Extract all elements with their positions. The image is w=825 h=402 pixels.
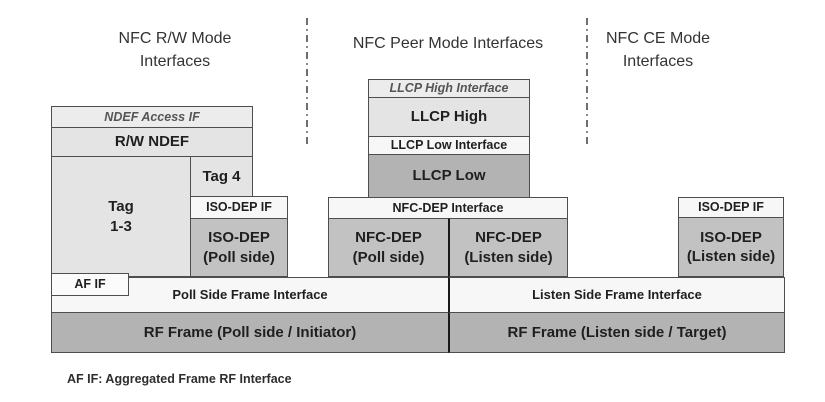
box-nfc-dep-interface: NFC-DEP Interface [328,197,568,219]
box-nfc-dep-poll-side: NFC-DEP (Poll side) [328,218,449,277]
box-ndef-access-if: NDEF Access IF [51,106,253,128]
box-rf-frame-poll-side: RF Frame (Poll side / Initiator) [51,312,449,353]
box-rf-frame-listen-side: RF Frame (Listen side / Target) [448,312,785,353]
box-af-if: AF IF [51,273,129,296]
box-llcp-low-interface: LLCP Low Interface [368,136,530,155]
box-rw-ndef: R/W NDEF [51,127,253,157]
box-iso-dep-poll-side: ISO-DEP (Poll side) [190,218,288,277]
box-iso-dep-listen-side: ISO-DEP (Listen side) [678,217,784,277]
header-rw-mode-interfaces: NFC R/W Mode Interfaces [118,30,232,71]
box-tag-4: Tag 4 [190,156,253,197]
separator-peer-ce [586,18,588,148]
box-llcp-high-interface: LLCP High Interface [368,79,530,98]
box-llcp-high: LLCP High [368,97,530,137]
box-iso-dep-if-ce: ISO-DEP IF [678,197,784,218]
footnote-af-if: AF IF: Aggregated Frame RF Interface [67,372,292,386]
header-ce-mode-interfaces: NFC CE Mode Interfaces [605,30,711,71]
header-peer-mode-interfaces: NFC Peer Mode Interfaces [352,35,544,52]
separator-rw-peer [306,18,308,148]
box-listen-side-frame-interface: Listen Side Frame Interface [448,277,785,313]
box-llcp-low: LLCP Low [368,154,530,198]
box-iso-dep-if-poll: ISO-DEP IF [190,196,288,219]
box-tag-1-3: Tag 1-3 [51,156,191,277]
box-nfc-dep-listen-side: NFC-DEP (Listen side) [448,218,568,277]
